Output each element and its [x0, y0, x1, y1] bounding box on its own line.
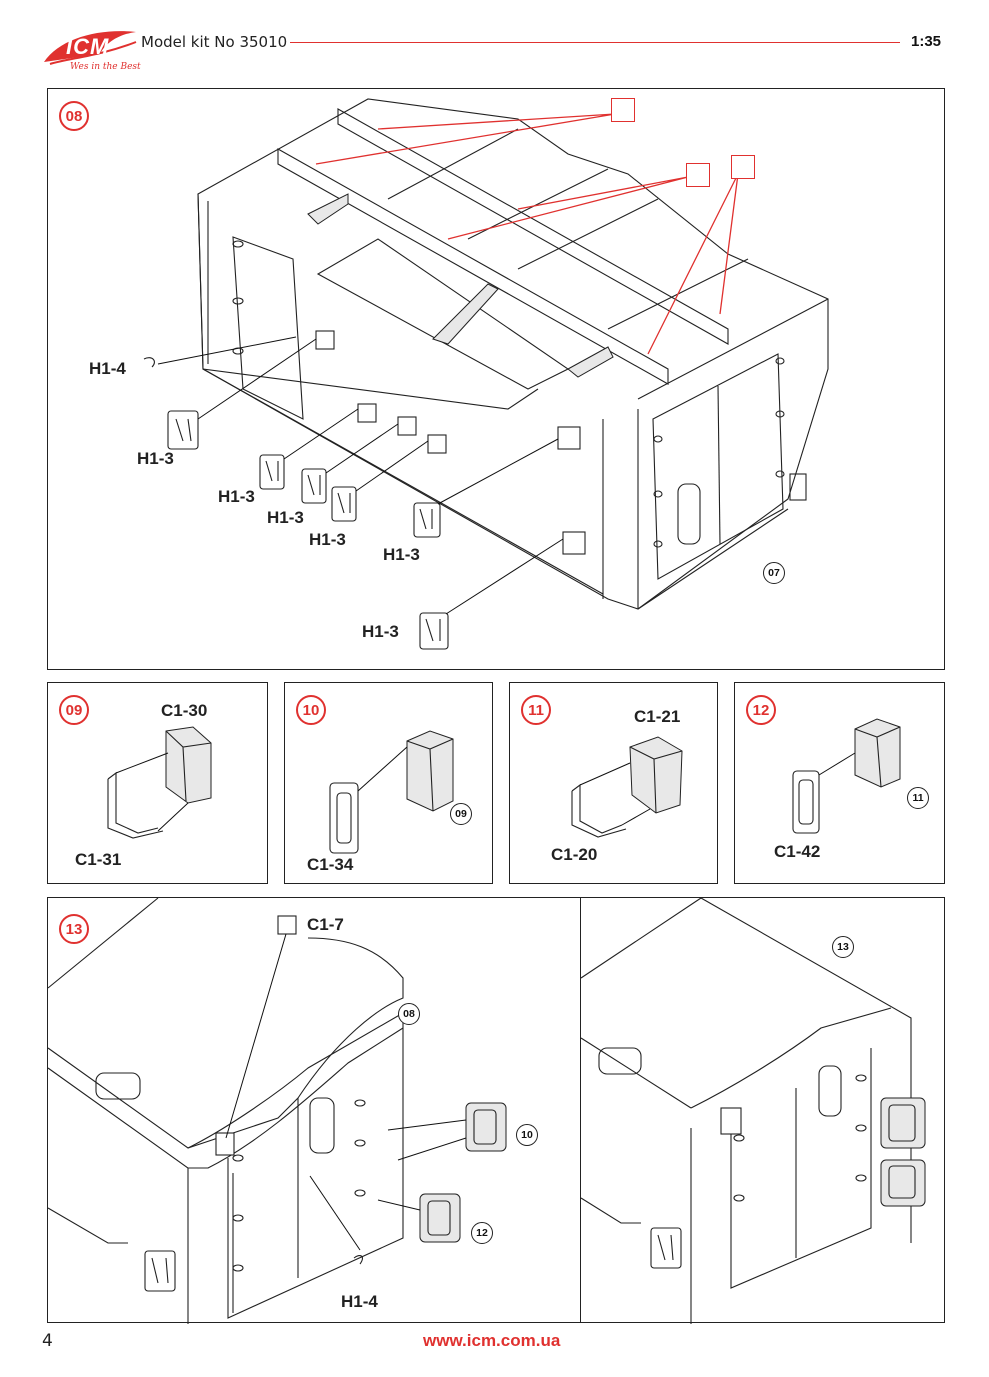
ref-badge-09: 09: [450, 803, 472, 825]
part-label-c1-20: C1-20: [551, 845, 598, 864]
part-label-h1-3: H1-3: [218, 487, 255, 506]
footer-url[interactable]: www.icm.com.ua: [423, 1331, 561, 1350]
part-label-h1-4: H1-4: [341, 1292, 378, 1311]
brand-name: ICM: [66, 34, 110, 59]
part-label-h1-3: H1-3: [383, 545, 420, 564]
part-label-h1-3: H1-3: [362, 622, 399, 641]
part-label-c1-21: C1-21: [634, 707, 681, 726]
part-label-h1-3: H1-3: [267, 508, 304, 527]
part-label-h1-3: H1-3: [309, 530, 346, 549]
ref-badge-13: 13: [832, 936, 854, 958]
glue-icon: [686, 163, 710, 187]
step-12-panel: 12 11 C1-42: [734, 682, 945, 884]
part-label-c1-7: C1-7: [307, 915, 344, 934]
part-label-h1-4: H1-4: [89, 359, 126, 378]
hull-rear-drawing: [47, 897, 507, 1324]
part-label-c1-30: C1-30: [161, 701, 208, 720]
ref-badge-11: 11: [907, 787, 929, 809]
glue-icon: [611, 98, 635, 122]
ref-badge-10: 10: [516, 1124, 538, 1146]
ref-badge-08: 08: [398, 1003, 420, 1025]
ref-badge-12: 12: [471, 1222, 493, 1244]
header-rule: [290, 42, 900, 43]
step-09-badge: 09: [59, 695, 89, 725]
page-number: 4: [42, 1331, 53, 1351]
part-label-c1-31: C1-31: [75, 850, 122, 869]
step-09-panel: 09 C1-30 C1-31: [47, 682, 268, 884]
step-08-panel: 08: [47, 88, 945, 670]
part-label-c1-34: C1-34: [307, 855, 354, 874]
part-label-c1-42: C1-42: [774, 842, 821, 861]
ref-badge-07: 07: [763, 562, 785, 584]
box-part-drawing: [107, 726, 212, 839]
icm-logo-icon: [44, 31, 137, 65]
box-part-drawing: [571, 736, 683, 838]
step-11-badge: 11: [521, 695, 551, 725]
step-11-panel: 11 C1-21 C1-20: [509, 682, 718, 884]
kit-title: Model kit No 35010: [141, 33, 288, 51]
step-13-result-panel: 13: [580, 897, 945, 1324]
step-13-panel: 13 C1-7 08 10 12 H1-4: [47, 897, 582, 1324]
icm-logo: ICM Wes in the Best: [40, 22, 141, 78]
glue-icon: [731, 155, 755, 179]
scale-label: 1:35: [911, 33, 942, 50]
step-12-badge: 12: [746, 695, 776, 725]
box-part-drawing: [792, 718, 901, 834]
hull-result-drawing: [580, 897, 926, 1324]
brand-tagline: Wes in the Best: [70, 62, 141, 72]
part-label-h1-3: H1-3: [137, 449, 174, 468]
step-10-panel: 10 09 C1-34: [284, 682, 493, 884]
box-part-drawing: [329, 730, 454, 854]
hull-drawing: [143, 98, 829, 650]
step-13-badge: 13: [59, 914, 89, 944]
step-10-badge: 10: [296, 695, 326, 725]
step-08-badge: 08: [59, 101, 89, 131]
